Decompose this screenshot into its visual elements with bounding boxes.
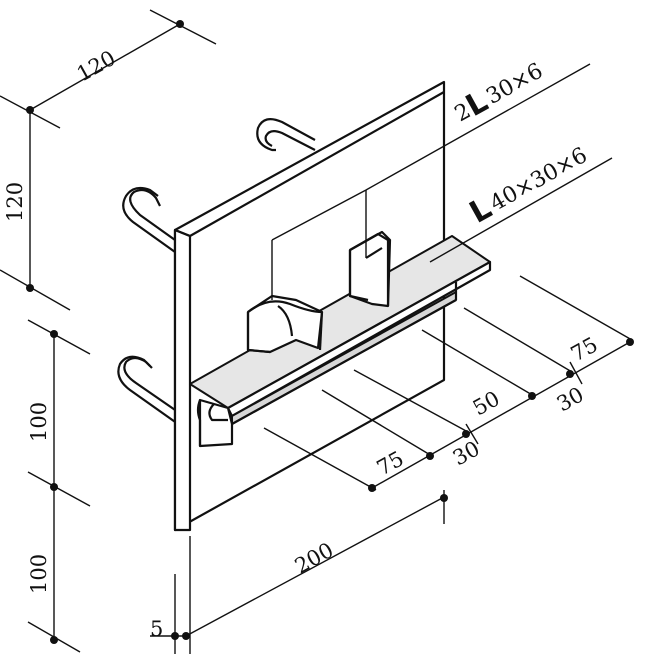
dim-label: 200 [291,538,338,578]
anchor-bar-lower-left [117,355,179,425]
dim-label: 100 [27,554,51,594]
dimension-left-120: 120 [0,110,71,311]
angle-pair-2l30x6 [246,230,392,354]
angle-l40x30x6 [189,235,492,448]
dim-label: 75 [373,446,408,480]
dim-label: 120 [3,182,27,222]
dim-label: 100 [27,402,51,442]
dimension-left-100-100: 100 100 [27,319,91,653]
plate-edge [173,228,192,532]
dimension-top-120: 120 [0,9,217,129]
callout-2l30x6: 2 L 30×6 [451,59,547,128]
dim-label: 30 [553,382,588,416]
callout-angle-single-size: 40×30×6 [486,143,592,217]
callout-leaders [271,63,613,300]
dim-label: 50 [469,386,504,420]
anchor-bar-upper-right [256,117,316,152]
dim-label-thickness: 5 [150,617,163,641]
anchor-bar-upper-left [122,186,176,253]
dim-label: 120 [73,46,120,86]
callout-angle-pair-size: 30×6 [482,59,547,110]
callout-l40x30x6: L 40×30×6 [464,143,592,231]
